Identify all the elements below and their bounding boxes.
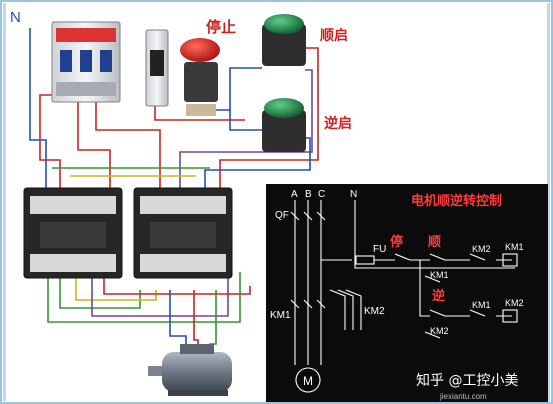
- motor-feet: [168, 390, 228, 396]
- km1-main-label: KM1: [270, 310, 291, 321]
- motor-terminal-box: [180, 344, 214, 354]
- reverse-rung: [419, 260, 512, 317]
- schematic-stop-label: 停: [390, 234, 403, 250]
- stop-button-cap: [180, 38, 220, 62]
- motor-label: M: [303, 374, 313, 388]
- km1-coil-label: KM1: [505, 242, 524, 252]
- km2-main-contacts: [329, 289, 362, 330]
- reverse-contacts: [429, 309, 486, 317]
- stop-button: [180, 38, 220, 116]
- phase-lines: [294, 200, 322, 365]
- km1-top-terminals: [30, 196, 116, 214]
- km2-coil: [502, 309, 518, 323]
- forward-start-button: [262, 14, 306, 66]
- phase-b-label: B: [305, 189, 312, 200]
- reverse-button-cap: [264, 98, 304, 118]
- breaker-toggle-1: [60, 50, 72, 72]
- forward-contacts: [394, 253, 486, 261]
- stop-label: 停止: [206, 18, 236, 36]
- reverse-start-label: 逆启: [324, 115, 352, 132]
- km1-bottom-terminals: [30, 254, 116, 272]
- wire-phase-c: [95, 95, 161, 192]
- reverse-button-base: [262, 110, 306, 152]
- schematic-title: 电机顺逆转控制: [411, 193, 502, 209]
- km1-hold-label: KM1: [430, 270, 449, 280]
- wire-bottom-1: [59, 272, 141, 309]
- neutral-line: [354, 200, 515, 269]
- breaker-terminals: [56, 82, 116, 96]
- forward-start-label: 顺启: [320, 27, 348, 44]
- watermark-url: jiexiantu.com: [439, 392, 487, 401]
- wire-reverse-out: [204, 137, 311, 192]
- circuit-breaker: [51, 21, 121, 103]
- km1-main-contacts: [290, 299, 326, 309]
- km2-hold-label: KM2: [430, 326, 449, 336]
- wire-neutral: [29, 28, 47, 192]
- motor-shaft: [148, 366, 162, 376]
- wire-forward-hold: [179, 69, 313, 192]
- schematic-lines: [290, 200, 518, 393]
- motor-body: [162, 352, 232, 392]
- wire-bottom-5: [103, 272, 251, 295]
- forward-button-cap: [264, 14, 304, 34]
- frame-left-strip: [3, 3, 6, 401]
- qf-switch: [290, 211, 326, 221]
- breaker-toggle-2: [80, 50, 92, 72]
- motor-symbol: [295, 367, 321, 393]
- schematic-neutral-label: N: [350, 189, 357, 200]
- km2-coil-label: KM2: [505, 298, 524, 308]
- frame-right-strip: [547, 3, 550, 401]
- wire-stop-reverse: [229, 110, 262, 131]
- km1-coil: [502, 253, 518, 267]
- reverse-start-button: [262, 98, 306, 152]
- contactor-km2: [133, 187, 233, 279]
- wire-bottom-2: [75, 272, 157, 301]
- phase-a-label: A: [291, 189, 298, 200]
- wire-bottom-4: [47, 272, 241, 323]
- wire-phase-b: [77, 95, 111, 192]
- km2-main-label: KM2: [364, 306, 385, 317]
- qf-label: QF: [275, 210, 289, 221]
- watermark-text: 知乎 @工控小美: [416, 372, 518, 389]
- km2-bottom-terminals: [140, 254, 226, 272]
- stop-button-contact: [186, 104, 216, 116]
- schematic-panel: 电机顺逆转控制 A B C N QF FU 停 顺 逆 KM1 KM2: [266, 184, 548, 402]
- hold-contacts: [424, 275, 441, 339]
- km2-interlock-label: KM2: [472, 244, 491, 254]
- km1-interlock-label: KM1: [472, 300, 491, 310]
- stop-button-base: [184, 62, 218, 102]
- schematic-bg: [266, 184, 548, 402]
- motor: [148, 344, 232, 396]
- fu-label: FU: [373, 244, 386, 255]
- fuse-holder: [145, 29, 169, 107]
- fuse-window: [150, 50, 164, 76]
- km2-top-terminals: [140, 196, 226, 214]
- phase-c-label: C: [318, 189, 325, 200]
- km2-face: [150, 222, 216, 248]
- breaker-toggle-3: [100, 50, 112, 72]
- schematic-forward-label: 顺: [428, 235, 441, 250]
- schematic-reverse-label: 逆: [432, 288, 445, 304]
- wire-motor-1: [169, 290, 187, 350]
- neutral-label: N: [10, 9, 21, 26]
- forward-button-base: [262, 24, 306, 66]
- contactor-km1: [23, 187, 123, 279]
- km1-face: [40, 222, 106, 248]
- breaker-label-strip: [56, 28, 116, 42]
- wire-phase-a: [39, 94, 61, 192]
